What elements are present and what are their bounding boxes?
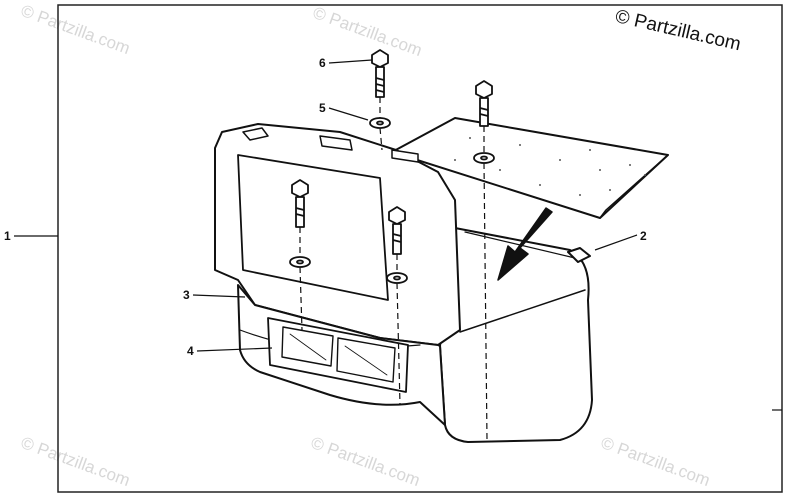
diagram-frame xyxy=(57,4,783,493)
callout-6: 6 xyxy=(319,56,326,70)
callout-3: 3 xyxy=(183,288,190,302)
assembly-arrow xyxy=(497,207,553,281)
box-body xyxy=(439,227,593,443)
bolt-top xyxy=(371,49,389,98)
case-panel xyxy=(237,154,389,301)
callout-5: 5 xyxy=(319,101,326,115)
bolt-right xyxy=(475,80,493,127)
callout-1: 1 xyxy=(4,229,11,243)
bolt-case-right xyxy=(388,206,406,255)
callout-2: 2 xyxy=(640,229,647,243)
body-knob xyxy=(567,247,591,263)
bolt-case-left xyxy=(291,179,309,228)
callout-4: 4 xyxy=(187,344,194,358)
